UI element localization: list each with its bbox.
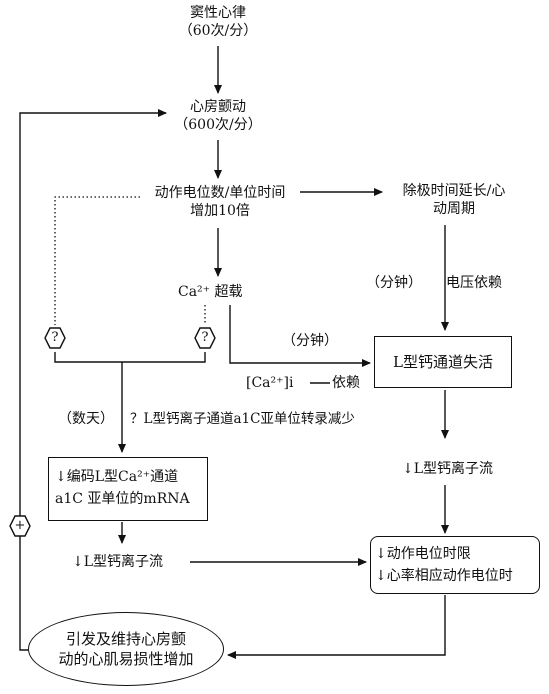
label-ca-i: [Ca²⁺]i	[246, 375, 294, 391]
line-hex-junction	[54, 352, 206, 363]
label-days: （数天）	[58, 411, 114, 427]
sinus-line1: 窦性心律	[190, 5, 246, 21]
af-line2: （600次/分）	[174, 117, 262, 133]
label-transcription-reduced: ？L型钙离子通道a1C亚单位转录减少	[130, 411, 355, 427]
node-sinus-rhythm: 窦性心律 （60次/分）	[168, 4, 268, 40]
node-vulnerability: 引发及维持心房颤 动的心肌易损性增加	[28, 612, 224, 686]
hexagon-icon	[44, 327, 66, 349]
dotted-ap-to-q1	[54, 196, 140, 325]
linact-text: L型钙通道失活	[393, 353, 493, 371]
node-ap-count: 动作电位数/单位时间 增加10倍	[140, 184, 300, 220]
apd-line1: ↓动作电位时限	[375, 546, 471, 562]
af-line1: 心房颤动	[190, 99, 246, 115]
depol-line2: 动周期	[433, 201, 475, 217]
depol-line1: 除极时间延长/心	[402, 183, 506, 199]
question-mark-right: ?	[201, 330, 209, 345]
node-l-type-inactivation: L型钙通道失活	[374, 336, 512, 388]
sinus-line2: （60次/分）	[178, 23, 258, 39]
arrow-ca-to-linact	[229, 305, 371, 367]
mrna-line1: ↓编码L型Ca²⁺通道	[55, 469, 179, 485]
ap-line1: 动作电位数/单位时间	[154, 185, 286, 201]
label-minutes-2: （分钟）	[282, 333, 338, 349]
node-ica-right: ↓L型钙离子流	[402, 461, 494, 477]
node-ica-left: ↓L型钙离子流	[72, 554, 164, 570]
ap-line2: 增加10倍	[190, 203, 250, 219]
node-mrna: ↓编码L型Ca²⁺通道 a1C 亚单位的mRNA	[48, 457, 208, 521]
vuln-line2: 动的心肌易损性增加	[58, 650, 194, 668]
label-dependent: 依赖	[332, 375, 360, 391]
label-voltage-dependent: 电压依赖	[446, 275, 502, 291]
arrow-feedback-loop	[19, 109, 167, 651]
node-ca-overload: Ca²⁺ 超载	[178, 284, 243, 300]
question-junction-right: ?	[194, 327, 216, 349]
node-atrial-fibrillation: 心房颤动 （600次/分）	[158, 98, 278, 134]
vuln-line1: 引发及维持心房颤	[65, 630, 186, 648]
label-minutes-1: （分钟）	[366, 275, 422, 291]
mrna-line2: a1C 亚单位的mRNA	[55, 491, 190, 507]
hexagon-icon	[194, 327, 216, 349]
node-apd: ↓动作电位时限 ↓心率相应动作电位时	[370, 536, 540, 594]
question-mark-left: ?	[51, 330, 59, 345]
arrow-apd-to-vuln	[227, 595, 446, 659]
positive-feedback-junction: +	[9, 515, 31, 537]
plus-sign: +	[14, 518, 26, 533]
node-depolarization: 除极时间延长/心 动周期	[384, 182, 524, 218]
hexagon-icon	[9, 515, 31, 537]
question-junction-left: ?	[44, 327, 66, 349]
apd-line2: ↓心率相应动作电位时	[375, 568, 513, 584]
